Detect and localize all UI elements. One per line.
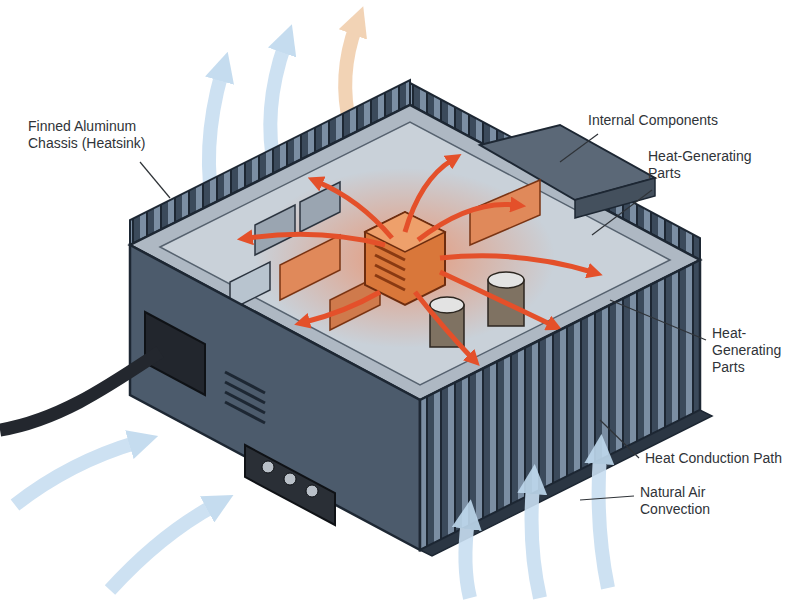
heat-arrow bbox=[440, 272, 552, 325]
callout-label: Heat-Generating Parts bbox=[648, 148, 766, 182]
transistor-plate bbox=[255, 205, 295, 255]
terminal-screw bbox=[306, 485, 318, 497]
callout-label: Natural Air Convection bbox=[640, 484, 750, 518]
air-arrow bbox=[465, 520, 470, 598]
transformer-coil bbox=[375, 245, 405, 290]
callout-label-box: Natural Air Convection bbox=[640, 484, 750, 518]
callout-label-box: Heat-Generating Parts bbox=[648, 148, 766, 182]
terminal-block bbox=[245, 445, 335, 525]
leader-line bbox=[560, 134, 598, 162]
heat-arrow bbox=[318, 182, 392, 238]
heat-arrows bbox=[248, 160, 592, 358]
vent-slot bbox=[225, 392, 265, 413]
vent-slots bbox=[225, 372, 265, 423]
heat-arrow bbox=[415, 292, 472, 358]
power-cable bbox=[0, 352, 160, 430]
terminal-screw bbox=[262, 461, 274, 473]
air-arrow bbox=[599, 455, 608, 588]
vent-slot bbox=[225, 382, 265, 403]
leader-line bbox=[140, 162, 170, 198]
callout-label: Internal Components bbox=[588, 112, 768, 129]
leader-line bbox=[592, 190, 652, 235]
callout-label-box: Heat- Generating Parts bbox=[712, 325, 794, 376]
circuit-board bbox=[280, 235, 340, 300]
callout-label: Heat- Generating Parts bbox=[712, 325, 794, 376]
heat-arrow bbox=[248, 234, 385, 245]
leader-line bbox=[610, 300, 706, 340]
callout-label-box: Internal Components bbox=[588, 112, 768, 129]
vent-slot bbox=[225, 372, 265, 393]
callout-label: Heat Conduction Path bbox=[645, 450, 795, 467]
air-arrow bbox=[110, 505, 215, 590]
air-arrow bbox=[532, 485, 540, 598]
air-arrow bbox=[15, 442, 138, 505]
component-cover-side bbox=[575, 178, 655, 218]
callout-label: Finned Aluminum Chassis (Heatsink) bbox=[28, 118, 178, 152]
heat-arrow bbox=[305, 292, 380, 322]
heat-arrow bbox=[418, 204, 515, 240]
capacitor-top bbox=[430, 297, 464, 313]
callout-label-box: Finned Aluminum Chassis (Heatsink) bbox=[28, 118, 178, 152]
heat-arrow bbox=[440, 256, 592, 272]
callout-label-box: Heat Conduction Path bbox=[645, 450, 795, 467]
terminal-screw bbox=[284, 473, 296, 485]
leader-lines bbox=[140, 134, 706, 500]
vent-slot bbox=[225, 402, 265, 423]
chassis-left-face bbox=[130, 245, 420, 550]
leader-line bbox=[580, 496, 634, 500]
leader-line bbox=[600, 420, 639, 458]
circuit-board bbox=[470, 180, 540, 245]
capacitor-top bbox=[488, 272, 524, 288]
